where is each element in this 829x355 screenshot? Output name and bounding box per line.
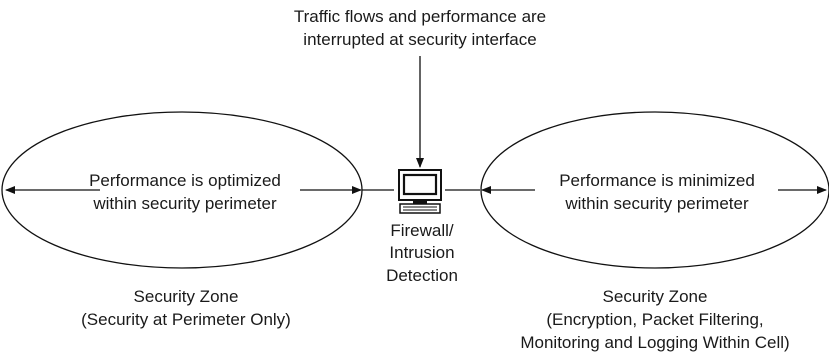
right-zone-inner-line2: within security perimeter	[564, 194, 749, 213]
left-zone-inner-line1: Performance is optimized	[89, 171, 281, 190]
computer-terminal-icon	[398, 169, 442, 214]
firewall-label-line3: Detection	[386, 266, 458, 285]
right-zone-caption-line3: Monitoring and Logging Within Cell)	[520, 333, 789, 352]
left-zone-caption-line2: (Security at Perimeter Only)	[81, 310, 291, 329]
left-zone-caption-line1: Security Zone	[134, 287, 239, 306]
left-zone-inner-line2: within security perimeter	[92, 194, 277, 213]
top-annotation-line2: interrupted at security interface	[303, 30, 536, 49]
right-zone-caption-line1: Security Zone	[603, 287, 708, 306]
right-zone-inner-line1: Performance is minimized	[559, 171, 755, 190]
firewall-label-line2: Intrusion	[389, 243, 454, 262]
firewall-label-line1: Firewall/	[390, 221, 454, 240]
right-zone-caption-line2: (Encryption, Packet Filtering,	[546, 310, 763, 329]
top-annotation-line1: Traffic flows and performance are	[294, 7, 546, 26]
